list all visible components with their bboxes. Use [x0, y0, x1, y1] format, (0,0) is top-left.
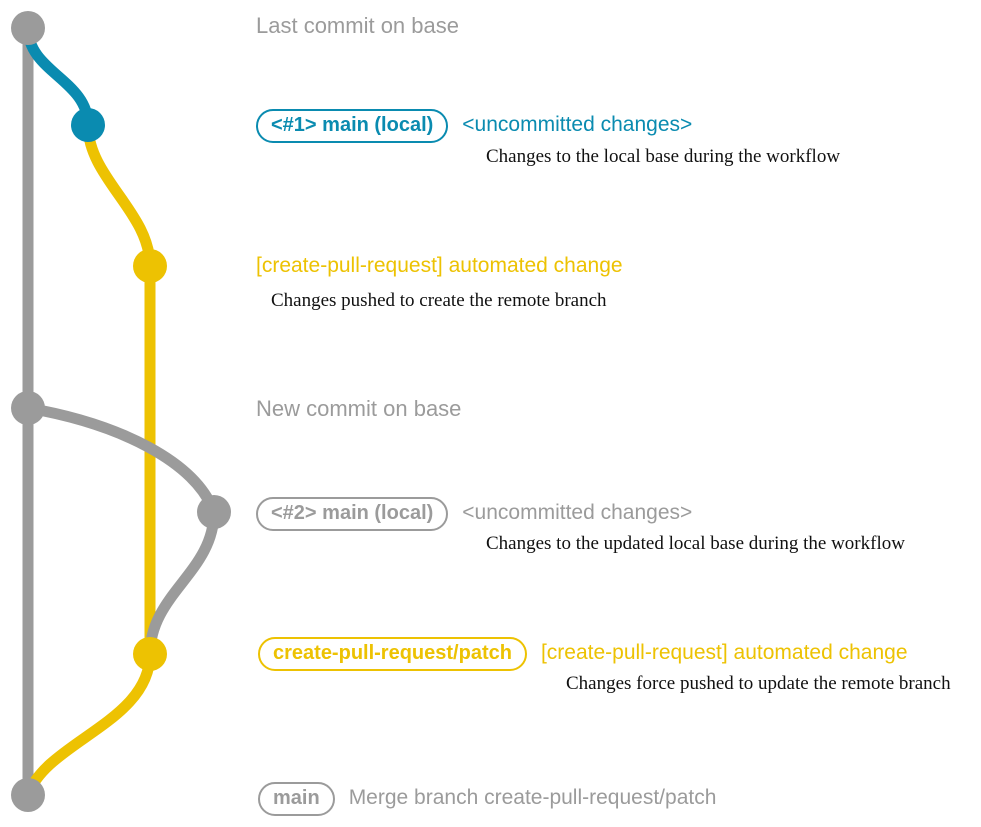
row-local-1: <#1> main (local) <uncommitted changes>: [256, 109, 692, 143]
edge-local1-to-patch1: [82, 119, 156, 272]
edge-patch2-to-merge: [22, 648, 156, 801]
ref-badge-local-1[interactable]: <#1> main (local): [256, 109, 449, 143]
headline-new-commit-on-base: New commit on base: [256, 396, 462, 421]
commit-note-local-1: Changes to the local base during the wor…: [486, 146, 841, 167]
commit-nodes: [11, 11, 231, 812]
node-base-new[interactable]: [11, 391, 45, 425]
edge-basenew-to-local2: [22, 402, 220, 518]
ref-badge-local-2[interactable]: <#2> main (local): [256, 497, 449, 531]
commit-note-automated-change-1: Changes pushed to create the remote bran…: [271, 290, 607, 311]
commit-subject-automated-change-1: [create-pull-request] automated change: [256, 254, 623, 277]
commit-subject-automated-change-2: [create-pull-request] automated change: [540, 641, 908, 664]
node-local-2[interactable]: [197, 495, 231, 529]
commit-note-automated-change-2: Changes force pushed to update the remot…: [566, 673, 951, 694]
edge-base-to-local1: [22, 22, 94, 131]
row-automated-change-2: create-pull-request/patch [create-pull-r…: [258, 637, 908, 671]
node-patch-1[interactable]: [133, 249, 167, 283]
row-merge-commit: main Merge branch create-pull-request/pa…: [258, 782, 716, 816]
commit-subject-merge: Merge branch create-pull-request/patch: [348, 786, 717, 809]
edge-local2-to-patch2: [144, 506, 220, 660]
node-base-merge[interactable]: [11, 778, 45, 812]
node-local-1[interactable]: [71, 108, 105, 142]
ref-badge-create-pull-request-patch[interactable]: create-pull-request/patch: [258, 637, 527, 671]
headline-last-commit-on-base: Last commit on base: [256, 13, 459, 38]
row-local-2: <#2> main (local) <uncommitted changes>: [256, 497, 692, 531]
commit-subject-local-2: <uncommitted changes>: [462, 501, 693, 524]
node-patch-2[interactable]: [133, 637, 167, 671]
row-automated-change-1: [create-pull-request] automated change: [256, 254, 623, 277]
ref-badge-main[interactable]: main: [258, 782, 335, 816]
commit-subject-local-1: <uncommitted changes>: [462, 113, 693, 136]
commit-note-local-2: Changes to the updated local base during…: [486, 533, 905, 554]
node-base-top[interactable]: [11, 11, 45, 45]
